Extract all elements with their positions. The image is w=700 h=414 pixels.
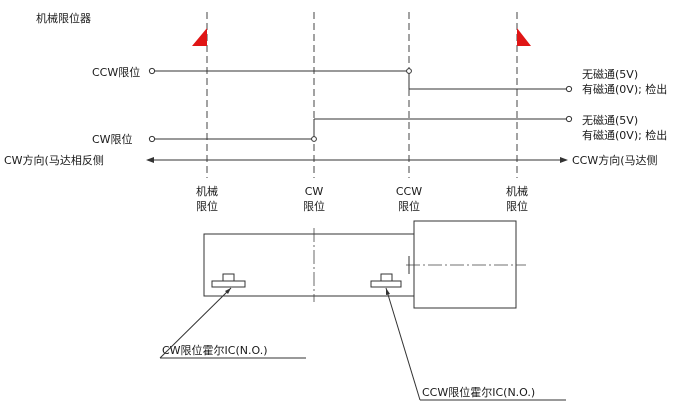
motor-housing	[413, 220, 517, 309]
mechanical-limiter-label: 机械限位器	[36, 11, 91, 25]
ccw-limit-label: CCW限位	[92, 65, 140, 79]
col-ccw-line2: 限位	[398, 199, 420, 213]
axis-arrow-left	[146, 157, 154, 163]
col-cw-line1: CW	[305, 185, 324, 198]
cw-signal-end-node	[565, 115, 573, 123]
ccw-direction-label: CCW方向(马达侧	[572, 153, 658, 167]
mech-stopper-right-marker	[517, 28, 531, 46]
col-mech-right-line1: 机械	[506, 184, 528, 198]
ccw-hall-leader-arrow	[386, 288, 390, 295]
cw-hall-sensor	[211, 273, 246, 288]
ccw-no-magnet-label: 无磁通(5V)	[582, 68, 638, 81]
cw-limit-label: CW限位	[92, 132, 133, 146]
col-ccw-line1: CCW	[396, 185, 422, 198]
cw-direction-label: CW方向(马达相反侧	[4, 153, 104, 167]
mech-stopper-left-marker	[192, 28, 207, 46]
cw-hall-leader	[159, 287, 232, 359]
cw-signal-start-node	[148, 135, 156, 143]
ccw-hall-leader	[385, 287, 421, 401]
cw-hall-ic-label: CW限位霍尔IC(N.O.)	[162, 343, 268, 357]
ccw-signal-switch-node	[406, 68, 412, 74]
cw-detect-label: 有磁通(0V); 检出	[582, 128, 667, 142]
ccw-hall-sensor	[370, 273, 402, 288]
cw-no-magnet-label: 无磁通(5V)	[582, 114, 638, 127]
col-mech-left-line1: 机械	[196, 184, 218, 198]
cw-signal-switch-node	[311, 136, 317, 142]
axis-arrow-right	[560, 157, 568, 163]
col-mech-right-line2: 限位	[506, 199, 528, 213]
ccw-detect-label: 有磁通(0V); 检出	[582, 82, 667, 96]
ccw-hall-ic-label: CCW限位霍尔IC(N.O.)	[422, 385, 535, 399]
col-mech-left-line2: 限位	[196, 199, 218, 213]
cw-hall-leader-arrow	[225, 288, 231, 294]
ccw-signal-start-node	[148, 67, 156, 75]
col-cw-line2: 限位	[303, 199, 325, 213]
ccw-signal-end-node	[565, 85, 573, 93]
